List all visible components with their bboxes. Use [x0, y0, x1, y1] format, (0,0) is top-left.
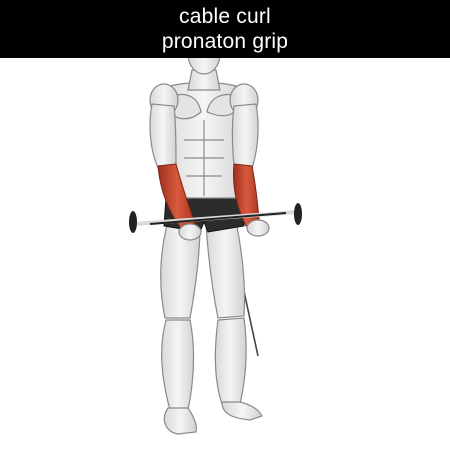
cable-bar-icon: [129, 203, 302, 233]
right-foot: [221, 401, 263, 421]
upper-arms: [149, 103, 259, 169]
left-hand: [178, 223, 202, 241]
left-calf: [161, 319, 195, 411]
left-thigh: [160, 221, 201, 319]
exercise-subtitle: pronaton grip: [161, 30, 289, 53]
legs: [160, 221, 263, 435]
right-upper-arm: [231, 103, 259, 169]
bar-end-left: [129, 211, 137, 233]
left-upper-arm: [149, 103, 177, 169]
exercise-title: cable curl: [179, 5, 271, 28]
right-hand: [246, 219, 270, 237]
bar-end-right: [294, 203, 302, 225]
right-calf: [214, 317, 247, 405]
left-foot: [163, 407, 197, 435]
title-banner: cable curl pronaton grip: [0, 0, 450, 58]
right-thigh: [205, 221, 246, 319]
hands: [178, 219, 270, 241]
